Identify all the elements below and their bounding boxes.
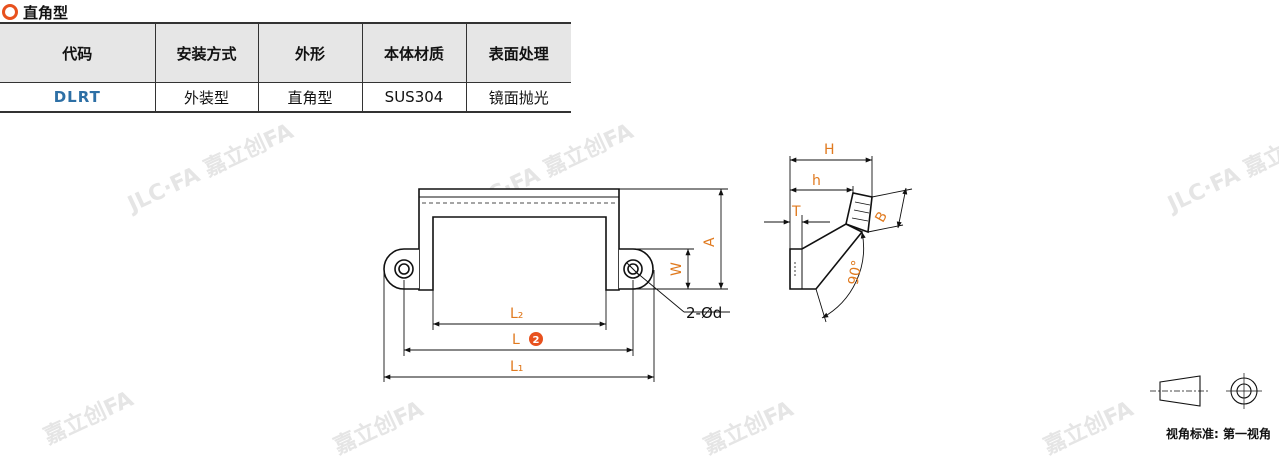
callout-number: 2	[533, 335, 540, 346]
callout-number-icon	[529, 332, 543, 346]
header-shape: 外形	[257, 22, 363, 83]
dim-label-h: h	[812, 173, 821, 189]
spec-table: 代码 安装方式 外形 本体材质 表面处理 DLRT 外装型 直角型 SUS304…	[0, 22, 571, 113]
cell-code[interactable]: DLRT	[0, 82, 156, 113]
cell-shape: 直角型	[257, 82, 363, 113]
dim-label-B: B	[872, 209, 891, 225]
cell-mount: 外装型	[154, 82, 259, 113]
dim-label-angle: 90°	[846, 259, 866, 286]
dim-label-T: T	[791, 204, 801, 220]
section-title: 直角型	[23, 3, 69, 22]
circle-bullet-icon	[2, 4, 18, 20]
header-mount: 安装方式	[154, 22, 259, 83]
dim-label-L1: L₁	[510, 359, 523, 375]
cell-finish: 镜面抛光	[465, 82, 571, 113]
dim-label-L: L	[512, 332, 520, 348]
header-finish: 表面处理	[465, 22, 571, 83]
view-standard-label: 视角标准: 第一视角	[1166, 427, 1271, 441]
header-code: 代码	[0, 22, 156, 83]
front-view	[383, 188, 654, 291]
header-material: 本体材质	[361, 22, 467, 83]
table-header-row: 代码 安装方式 外形 本体材质 表面处理	[0, 22, 571, 83]
dim-label-W: W	[669, 262, 685, 276]
section-heading: 直角型	[2, 0, 68, 24]
side-dimensions	[764, 156, 913, 323]
cell-material: SUS304	[361, 82, 467, 113]
dim-label-L2: L₂	[510, 306, 523, 322]
hole-label: 2-Ød	[686, 304, 722, 322]
table-row: DLRT 外装型 直角型 SUS304 镜面抛光	[0, 82, 571, 113]
dim-label-A: A	[702, 237, 718, 247]
first-angle-projection-icon	[1150, 373, 1262, 409]
dim-label-H: H	[824, 142, 835, 158]
front-dimensions	[383, 188, 730, 382]
technical-drawing: A W L₂ L L₁ 2 2-Ød	[383, 142, 1262, 409]
